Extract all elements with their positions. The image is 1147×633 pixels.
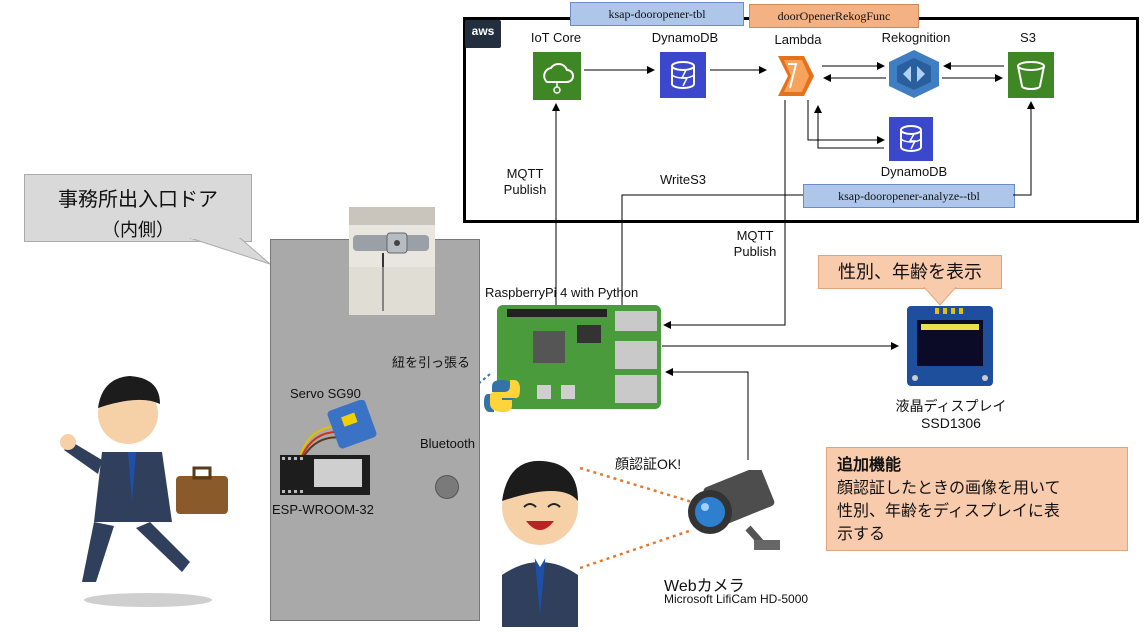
face-ok-label: 顔認証OK! [615, 456, 682, 472]
door-callout: 事務所出入口ドア （内側） [24, 174, 252, 242]
dynamodb-analyze-icon [889, 117, 933, 161]
bluetooth-label: Bluetooth [420, 436, 475, 451]
s3-icon [1008, 52, 1054, 98]
raspberry-pi-board-icon [497, 305, 661, 409]
iot-core-icon [533, 52, 581, 100]
feature-line-3: 示する [837, 526, 886, 543]
mqtt-publish-label-2: MQTT Publish [726, 228, 784, 260]
pull-string-label: 紐を引っ張る [392, 355, 471, 370]
door-callout-subtitle: （内側） [102, 220, 174, 240]
dynamodb-icon [660, 52, 706, 98]
door-callout-pointer [189, 238, 271, 265]
analyze-table-tag: ksap-dooropener-analyze--tbl [803, 184, 1015, 208]
feature-title: 追加機能 [837, 457, 902, 474]
webcam-icon [688, 470, 780, 550]
servo-icon [299, 400, 377, 457]
oled-display-icon [907, 306, 993, 386]
door-lever-photo [349, 207, 435, 315]
mqtt-publish-text-1: MQTT Publish [503, 166, 547, 197]
lambda-function-tag: doorOpenerRekogFunc [749, 4, 919, 28]
raspberry-pi-label: RaspberryPi 4 with Python [485, 285, 639, 300]
door-callout-title: 事務所出入口ドア [58, 189, 218, 211]
lambda-label: Lambda [774, 32, 822, 47]
rekognition-label: Rekognition [881, 30, 951, 45]
display-label-line2: SSD1306 [921, 415, 981, 431]
display-callout-pointer [923, 287, 957, 306]
running-person-illustration [60, 376, 228, 607]
feature-line-2: 性別、年齢をディスプレイに表 [837, 503, 1060, 520]
mqtt-publish-label-1: MQTT Publish [496, 166, 554, 198]
esp32-board-icon [280, 455, 370, 495]
aws-logo: aws [465, 20, 501, 48]
python-logo-icon [484, 380, 520, 412]
display-callout-text: 性別、年齢を表示 [838, 262, 982, 282]
rekognition-icon [889, 50, 939, 98]
display-label: 液晶ディスプレイ SSD1306 [886, 398, 1016, 432]
s3-label: S3 [1020, 30, 1036, 45]
display-callout: 性別、年齢を表示 [818, 255, 1002, 289]
display-label-line1: 液晶ディスプレイ [895, 398, 1007, 414]
dynamodb-label: DynamoDB [651, 30, 719, 45]
feature-line-1: 顔認証したときの画像を用いて [837, 480, 1061, 497]
lambda-icon [778, 56, 814, 96]
dynamodb-analyze-label: DynamoDB [880, 164, 948, 179]
esp-label: ESP-WROOM-32 [272, 502, 374, 517]
dynamodb-table-tag: ksap-dooropener-tbl [570, 2, 744, 26]
mqtt-publish-text-2: MQTT Publish [733, 228, 777, 259]
additional-feature-box: 追加機能 顔認証したときの画像を用いて 性別、年齢をディスプレイに表 示する [826, 447, 1128, 551]
smiling-person-illustration [502, 460, 578, 627]
writes3-label: WriteS3 [660, 172, 706, 187]
webcam-model-label: Microsoft LifiCam HD-5000 [664, 592, 809, 606]
door-knob [435, 475, 459, 499]
iot-core-label: IoT Core [530, 30, 582, 45]
servo-label: Servo SG90 [290, 386, 361, 401]
webcam-label: Webカメラ [664, 578, 745, 595]
